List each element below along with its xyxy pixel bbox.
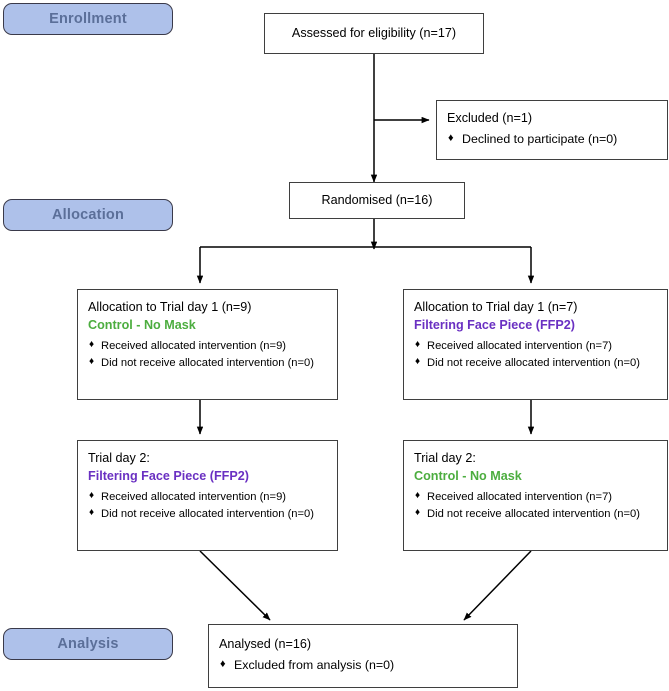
list-item: ♦ Did not receive allocated intervention…	[88, 506, 327, 523]
list-item-label: Did not receive allocated intervention (…	[101, 507, 314, 520]
stage-pill-allocation: Allocation	[3, 199, 173, 231]
diamond-bullet-icon: ♦	[220, 657, 226, 670]
node-randomised-title: Randomised (n=16)	[321, 192, 433, 207]
node-allocation-day1-right-arm: Filtering Face Piece (FFP2)	[414, 318, 575, 333]
node-analysed-title: Analysed (n=16)	[219, 637, 312, 651]
diamond-bullet-icon: ♦	[89, 507, 95, 519]
list-item: ♦ Received allocated intervention (n=7)	[414, 489, 657, 506]
node-allocation-day1-left-list: ♦ Received allocated intervention (n=9) …	[88, 338, 327, 372]
edge-left-day2-to-analysed	[199, 550, 271, 621]
node-assessed-title: Assessed for eligibility (n=17)	[291, 25, 457, 40]
list-item-label: Did not receive allocated intervention (…	[427, 356, 640, 369]
node-trial-day2-right-arm: Control - No Mask	[414, 469, 522, 484]
list-item-label: Excluded from analysis (n=0)	[234, 658, 395, 673]
list-item: ♦ Excluded from analysis (n=0)	[219, 656, 507, 675]
node-trial-day2-left-arm: Filtering Face Piece (FFP2)	[88, 469, 249, 484]
node-allocation-day1-left-arm: Control - No Mask	[88, 318, 196, 333]
list-item: ♦ Declined to participate (n=0)	[447, 130, 657, 149]
list-item-label: Received allocated intervention (n=9)	[101, 339, 287, 352]
node-analysed: Analysed (n=16) ♦ Excluded from analysis…	[208, 624, 518, 688]
diamond-bullet-icon: ♦	[415, 339, 421, 351]
node-allocation-day1-left-title: Allocation to Trial day 1 (n=9)	[88, 300, 252, 314]
node-trial-day2-right: Trial day 2: Control - No Mask ♦ Receive…	[403, 440, 668, 551]
list-item-label: Did not receive allocated intervention (…	[101, 356, 314, 369]
node-assessed-for-eligibility: Assessed for eligibility (n=17)	[264, 13, 484, 54]
node-randomised: Randomised (n=16)	[289, 182, 465, 219]
list-item: ♦ Received allocated intervention (n=9)	[88, 338, 327, 355]
list-item-label: Received allocated intervention (n=7)	[427, 490, 613, 503]
list-item: ♦ Did not receive allocated intervention…	[414, 355, 657, 372]
node-allocation-day1-right-title: Allocation to Trial day 1 (n=7)	[414, 300, 578, 314]
stage-pill-enrollment: Enrollment	[3, 3, 173, 35]
node-allocation-day1-right: Allocation to Trial day 1 (n=7) Filterin…	[403, 289, 668, 400]
list-item-label: Received allocated intervention (n=7)	[427, 339, 613, 352]
node-trial-day2-left: Trial day 2: Filtering Face Piece (FFP2)…	[77, 440, 338, 551]
list-item-label: Received allocated intervention (n=9)	[101, 490, 287, 503]
stage-label-analysis: Analysis	[57, 636, 119, 652]
node-trial-day2-right-list: ♦ Received allocated intervention (n=7) …	[414, 489, 657, 523]
node-allocation-day1-left: Allocation to Trial day 1 (n=9) Control …	[77, 289, 338, 400]
node-excluded-title: Excluded (n=1)	[447, 111, 533, 125]
list-item: ♦ Did not receive allocated intervention…	[414, 506, 657, 523]
list-item-label: Declined to participate (n=0)	[462, 132, 618, 147]
list-item: ♦ Did not receive allocated intervention…	[88, 355, 327, 372]
list-item-label: Did not receive allocated intervention (…	[427, 507, 640, 520]
node-trial-day2-left-list: ♦ Received allocated intervention (n=9) …	[88, 489, 327, 523]
diamond-bullet-icon: ♦	[415, 507, 421, 519]
stage-label-enrollment: Enrollment	[49, 11, 127, 27]
list-item: ♦ Received allocated intervention (n=7)	[414, 338, 657, 355]
list-item: ♦ Received allocated intervention (n=9)	[88, 489, 327, 506]
node-analysed-list: ♦ Excluded from analysis (n=0)	[219, 656, 507, 675]
stage-label-allocation: Allocation	[51, 207, 125, 223]
diamond-bullet-icon: ♦	[415, 490, 421, 502]
node-trial-day2-left-title: Trial day 2:	[88, 451, 150, 465]
diamond-bullet-icon: ♦	[89, 490, 95, 502]
diamond-bullet-icon: ♦	[448, 131, 454, 144]
node-trial-day2-right-title: Trial day 2:	[414, 451, 476, 465]
node-excluded: Excluded (n=1) ♦ Declined to participate…	[436, 100, 668, 160]
edge-right-day2-to-analysed	[463, 550, 532, 621]
diamond-bullet-icon: ♦	[89, 356, 95, 368]
diamond-bullet-icon: ♦	[415, 356, 421, 368]
node-allocation-day1-right-list: ♦ Received allocated intervention (n=7) …	[414, 338, 657, 372]
node-excluded-list: ♦ Declined to participate (n=0)	[447, 130, 657, 149]
diamond-bullet-icon: ♦	[89, 339, 95, 351]
stage-pill-analysis: Analysis	[3, 628, 173, 660]
